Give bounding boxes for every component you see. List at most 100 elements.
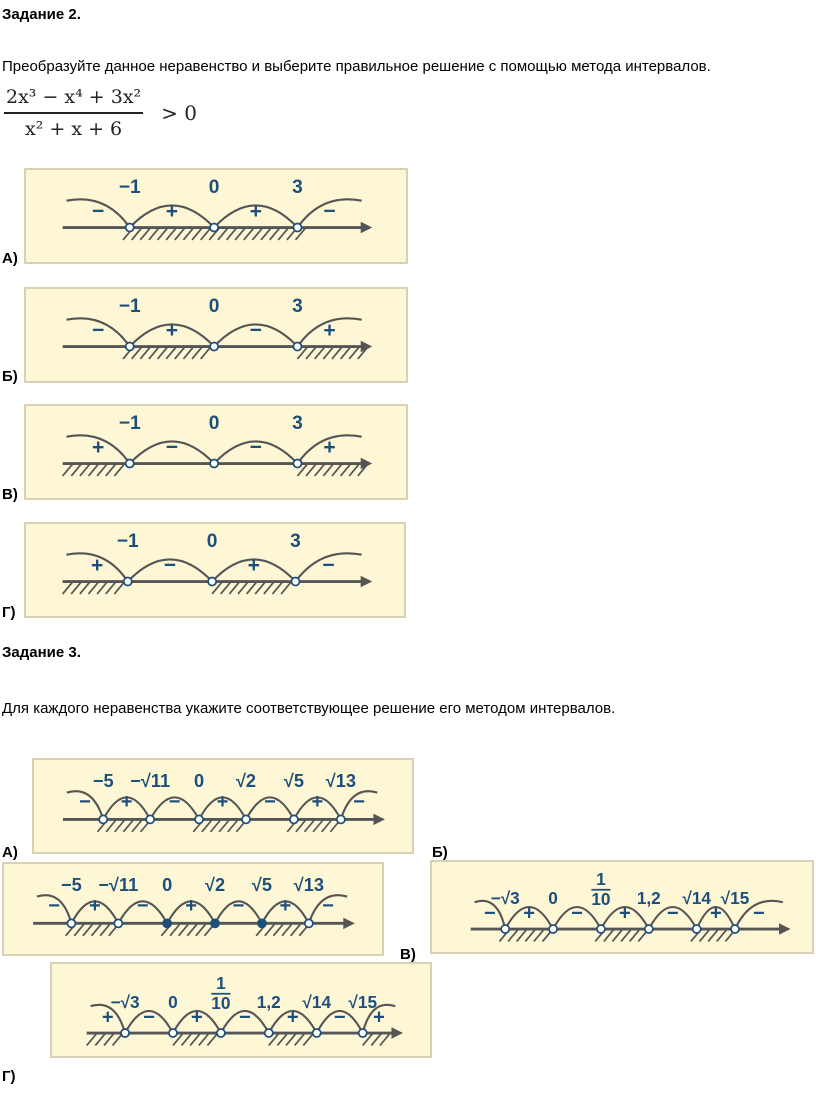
interval-sign: −	[667, 902, 679, 924]
sign-arc	[66, 552, 129, 583]
open-point	[292, 341, 303, 352]
hatch-mark	[180, 1033, 192, 1047]
sign-arc	[66, 198, 131, 229]
point-label: 3	[292, 413, 303, 434]
hatch-mark	[362, 1033, 373, 1047]
interval-sign: +	[166, 200, 178, 223]
sign-arc	[361, 1003, 396, 1034]
point-label: 0	[162, 875, 172, 895]
hatch-mark	[79, 463, 91, 477]
interval-sign: +	[91, 554, 103, 577]
sign-arc	[296, 317, 362, 348]
hatch-mark	[516, 929, 527, 943]
interval-sign: −	[239, 1006, 251, 1028]
open-point	[263, 1028, 274, 1038]
open-point	[548, 924, 558, 934]
sign-arc	[219, 1009, 270, 1034]
hatch-mark	[234, 227, 246, 241]
task2-option-g-label: Г)	[2, 604, 16, 621]
filled-point	[210, 918, 220, 929]
open-point	[311, 1028, 322, 1038]
hatch-mark	[264, 923, 276, 937]
sign-arc	[734, 899, 784, 930]
task3-instruction: Для каждого неравенства укажите соответс…	[2, 700, 616, 717]
interval-sign: +	[217, 791, 229, 813]
point-label: −√11	[130, 771, 170, 791]
open-point	[241, 814, 251, 825]
hatch-mark	[339, 346, 351, 360]
fraction-bar	[4, 112, 144, 114]
open-point	[124, 222, 135, 233]
hatch-mark	[220, 581, 231, 595]
hatch-mark	[322, 346, 334, 360]
point-label: 0	[168, 992, 178, 1012]
interval-sign: +	[323, 436, 335, 459]
hatch-mark	[195, 923, 207, 937]
hatch-mark	[533, 929, 545, 943]
sign-arc	[315, 1009, 364, 1034]
hatch-mark	[169, 923, 181, 937]
hatch-mark	[209, 819, 221, 833]
axis-arrow	[360, 457, 373, 470]
hatch-mark	[87, 581, 99, 595]
interval-sign: +	[191, 1006, 203, 1028]
hatch-mark	[314, 463, 325, 477]
sign-arc	[600, 905, 650, 930]
point-label: −5	[61, 875, 82, 895]
interval-sign: +	[287, 1006, 299, 1028]
open-point	[292, 222, 303, 233]
sign-arc	[504, 905, 554, 930]
point-label: √5	[284, 771, 304, 791]
point-label: √2	[205, 875, 225, 895]
interval-sign: −	[143, 1006, 155, 1028]
point-label: −√11	[98, 875, 138, 895]
open-point	[194, 814, 204, 825]
point-label: √13	[294, 875, 324, 895]
hatch-mark	[165, 227, 177, 241]
point-label-numerator: 1	[596, 869, 606, 889]
hatch-mark	[211, 581, 223, 595]
hatch-mark	[182, 346, 194, 360]
open-point	[145, 814, 156, 825]
hatch-mark	[61, 581, 73, 595]
hatch-mark	[272, 923, 284, 937]
hatch-mark	[172, 1033, 184, 1047]
sign-arc	[695, 906, 736, 930]
sign-arc	[172, 1009, 222, 1034]
hatch-mark	[227, 819, 239, 833]
interval-sign: −	[334, 1006, 346, 1028]
open-point	[691, 924, 702, 934]
interval-sign: +	[280, 895, 292, 917]
sign-arc	[66, 434, 131, 465]
open-point	[643, 924, 654, 934]
interval-sign: −	[753, 902, 765, 924]
open-point	[209, 341, 219, 352]
open-point	[98, 814, 109, 825]
axis-arrow	[343, 917, 355, 930]
point-label: √15	[721, 888, 750, 908]
hatch-mark	[174, 227, 186, 241]
hatch-mark	[271, 581, 283, 595]
open-point	[122, 576, 133, 587]
interval-sign: −	[169, 791, 181, 813]
hatch-mark	[507, 929, 519, 943]
hatch-mark	[70, 463, 82, 477]
point-label: 0	[548, 888, 558, 908]
open-point	[303, 918, 314, 929]
open-point	[124, 458, 135, 469]
point-label-denominator: 10	[211, 993, 230, 1013]
interval-sign: +	[619, 902, 631, 924]
hatch-mark	[191, 227, 203, 241]
axis-arrow	[360, 575, 373, 588]
hatch-mark	[94, 1033, 106, 1047]
hatch-mark	[111, 1033, 123, 1047]
open-point	[168, 1028, 178, 1038]
interval-sign: −	[250, 436, 262, 459]
hatch-mark	[245, 581, 257, 595]
interval-sign: −	[233, 895, 245, 917]
sign-arc	[296, 198, 362, 229]
hatch-mark	[86, 1033, 97, 1047]
